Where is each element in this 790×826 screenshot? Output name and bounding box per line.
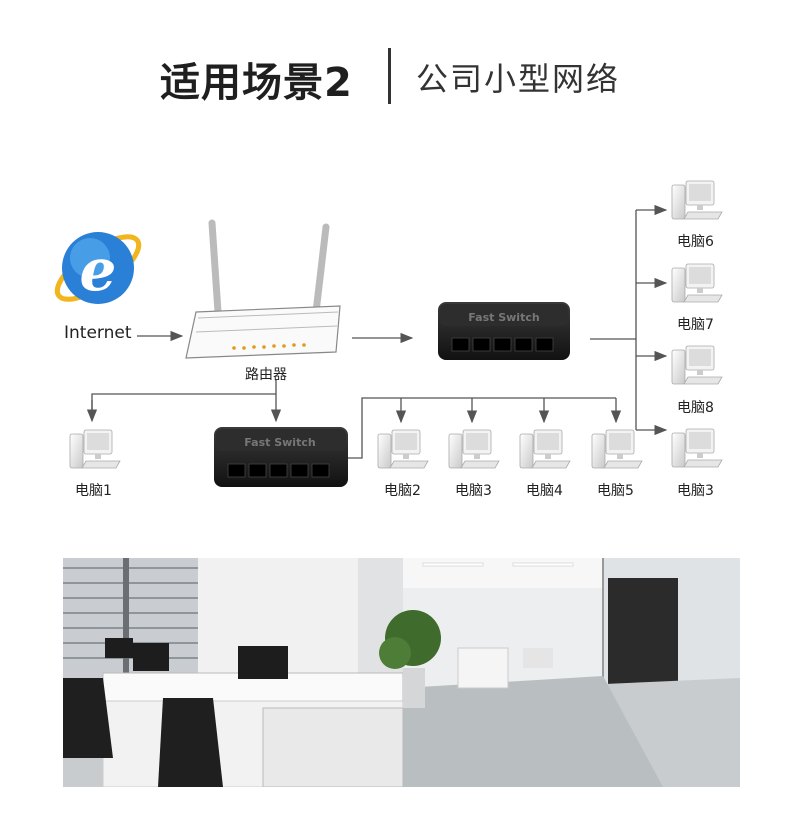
router-icon: [185, 219, 341, 359]
computer-icon-2: [377, 429, 429, 469]
computer-label-1: 电脑1: [75, 483, 112, 499]
page-title: 适用场景2: [160, 60, 353, 106]
computer-label-8: 电脑8: [677, 400, 714, 416]
computer-label-9: 电脑3: [677, 483, 714, 499]
switch-icon-top: Fast Switch: [438, 302, 570, 360]
connector-lines: [86, 204, 668, 459]
office-photo: [63, 558, 740, 787]
computer-icon-3: [448, 429, 500, 469]
internet-label: Internet: [64, 323, 132, 343]
computer-label-4: 电脑4: [526, 483, 563, 499]
computer-label-5: 电脑5: [597, 483, 634, 499]
router-label: 路由器: [245, 367, 287, 383]
computer-label-7: 电脑7: [677, 317, 714, 333]
computer-icon-5: [591, 429, 643, 469]
internet-explorer-icon: e: [54, 232, 142, 304]
computer-icon-7: [671, 263, 723, 303]
switch-label-top: Fast Switch: [468, 311, 539, 324]
computer-icon-9: [671, 428, 723, 468]
svg-text:e: e: [80, 236, 117, 304]
computer-label-2: 电脑2: [384, 483, 421, 499]
page-subtitle: 公司小型网络: [416, 60, 621, 98]
computer-icon-8: [671, 345, 723, 385]
computer-icon-1: [69, 429, 121, 469]
title-divider: [388, 48, 391, 104]
switch-icon-bottom: Fast Switch: [214, 427, 348, 487]
computer-icon-6: [671, 180, 723, 220]
computer-icon-4: [519, 429, 571, 469]
header: 适用场景2 公司小型网络: [0, 40, 790, 110]
computer-label-6: 电脑6: [677, 234, 714, 250]
computer-label-3: 电脑3: [455, 483, 492, 499]
network-diagram: e Fast Switch Fast Switch: [54, 180, 723, 487]
office-illustration: [63, 558, 740, 787]
switch-label-bottom: Fast Switch: [244, 436, 315, 449]
